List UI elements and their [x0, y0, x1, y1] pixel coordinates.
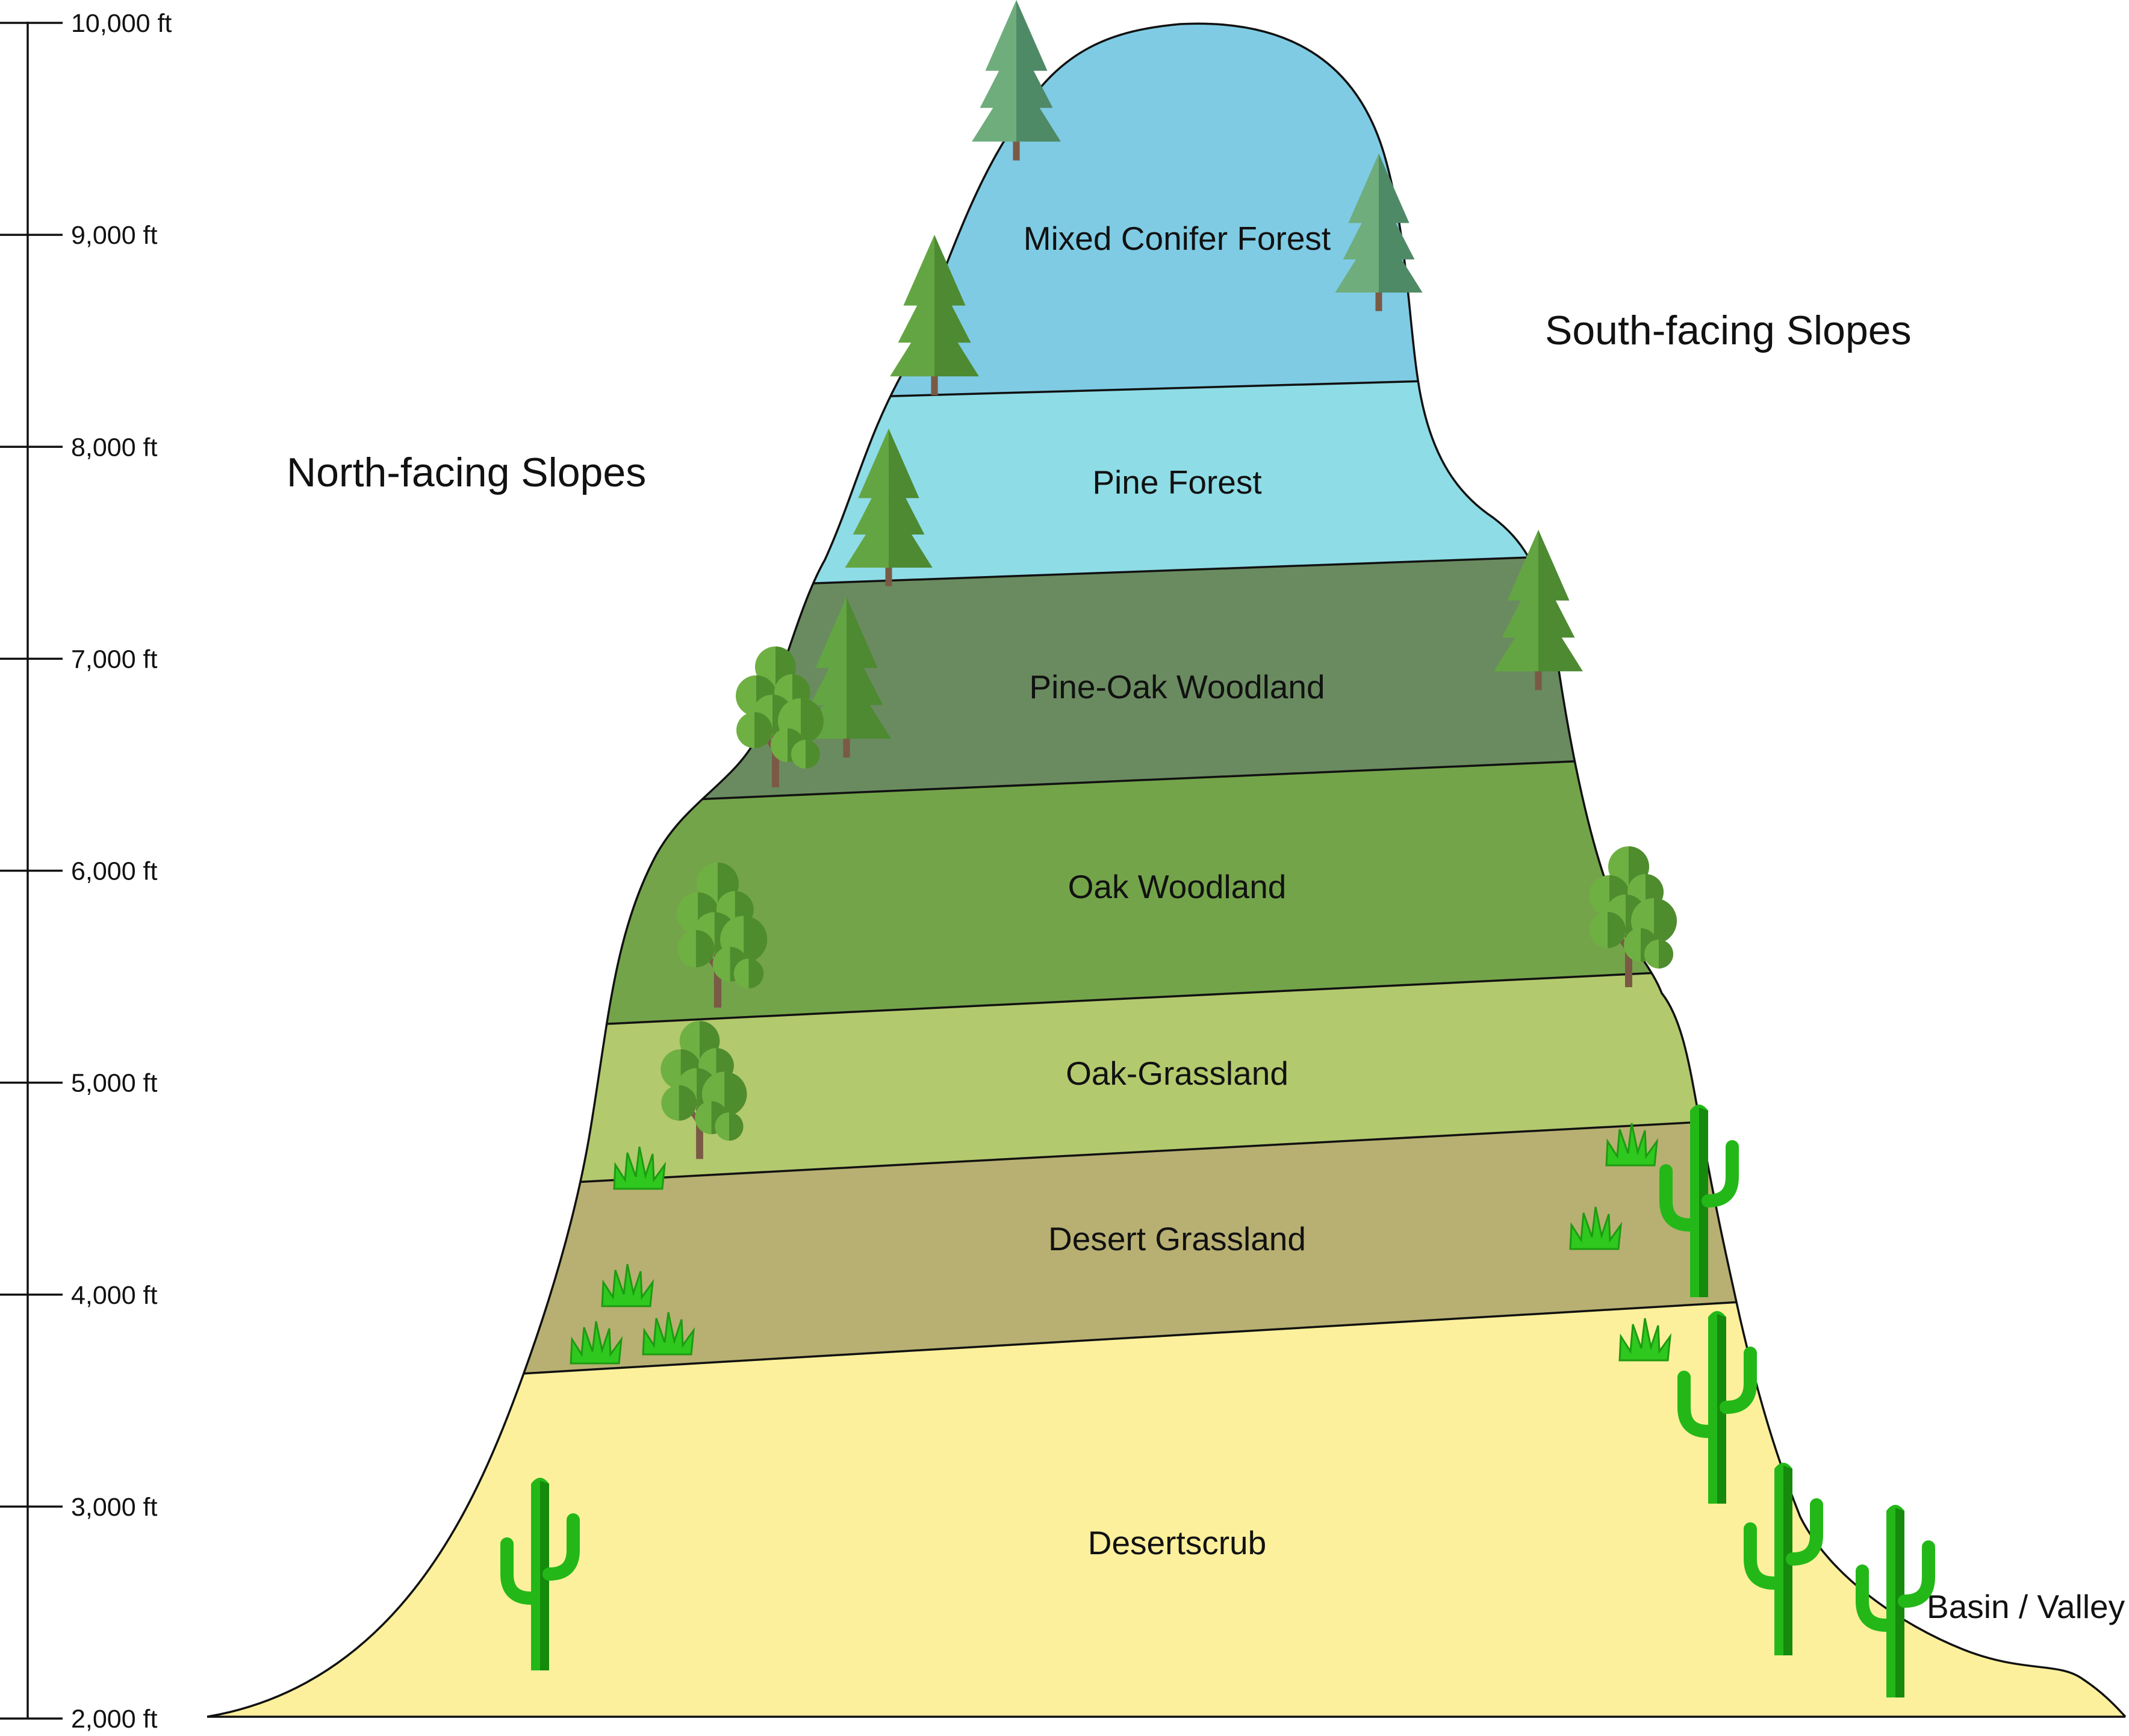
zone-label-pine-oak-woodland: Pine-Oak Woodland [1029, 668, 1325, 705]
elevation-tick-label: 9,000 ft [71, 221, 157, 250]
elevation-tick-label: 6,000 ft [71, 857, 157, 886]
grass-tuft-icon [613, 1146, 667, 1190]
elevation-axis: 10,000 ft 9,000 ft 8,000 ft 7,000 ft 6,000 f… [0, 9, 172, 1734]
elevation-tick-label: 10,000 ft [71, 9, 172, 38]
zone-label-oak-woodland: Oak Woodland [1068, 868, 1287, 905]
elevation-tick-label: 3,000 ft [71, 1493, 157, 1522]
north-facing-slopes-label: North-facing Slopes [287, 450, 646, 495]
zone-labels: Mixed Conifer Forest Pine Forest Pine-Oa… [1024, 220, 1331, 1561]
grass-tuft-icon [601, 1263, 654, 1307]
conifer-tree-icon [890, 235, 979, 395]
south-facing-slopes-label: South-facing Slopes [1545, 308, 1912, 353]
conifer-tree-icon [802, 597, 891, 758]
basin-valley-label: Basin / Valley [1927, 1588, 2125, 1625]
saguaro-cactus-icon [1856, 1505, 1935, 1697]
zone-label-oak-grassland: Oak-Grassland [1066, 1055, 1288, 1092]
grass-tuft-icon [1605, 1123, 1659, 1167]
elevation-axis-ticks: 10,000 ft 9,000 ft 8,000 ft 7,000 ft 6,000 f… [0, 9, 172, 1734]
oak-tree-icon [677, 862, 768, 1008]
grass-tuft-icon [1569, 1206, 1623, 1250]
vegetation-icons [500, 0, 1935, 1697]
elevation-tick-label: 8,000 ft [71, 433, 157, 462]
saguaro-cactus-icon [1744, 1463, 1823, 1655]
oak-tree-icon [1589, 846, 1677, 987]
elevation-tick-label: 2,000 ft [71, 1705, 157, 1734]
conifer-tree-icon [972, 0, 1061, 161]
conifer-tree-icon [1494, 530, 1583, 690]
elevation-tick-label: 4,000 ft [71, 1281, 157, 1310]
conifer-tree-icon [1335, 153, 1423, 311]
zone-label-desert-grassland: Desert Grassland [1048, 1220, 1306, 1257]
zone-label-pine-forest: Pine Forest [1092, 463, 1261, 501]
oak-tree-icon [660, 1021, 747, 1159]
saguaro-cactus-icon [1659, 1105, 1739, 1297]
grass-tuft-icon [642, 1312, 695, 1356]
oak-tree-icon [736, 646, 824, 787]
zone-label-desertscrub: Desertscrub [1088, 1524, 1266, 1561]
zone-band-desertscrub [207, 1279, 2125, 1717]
elevation-tick-label: 7,000 ft [71, 645, 157, 674]
elevation-tick-label: 5,000 ft [71, 1069, 157, 1098]
saguaro-cactus-icon [500, 1478, 580, 1670]
zone-label-mixed-conifer-forest: Mixed Conifer Forest [1024, 220, 1331, 257]
grass-tuft-icon [1618, 1318, 1672, 1362]
saguaro-cactus-icon [1677, 1311, 1757, 1504]
mountain-outline [207, 22, 2127, 1718]
grass-tuft-icon [570, 1321, 623, 1365]
